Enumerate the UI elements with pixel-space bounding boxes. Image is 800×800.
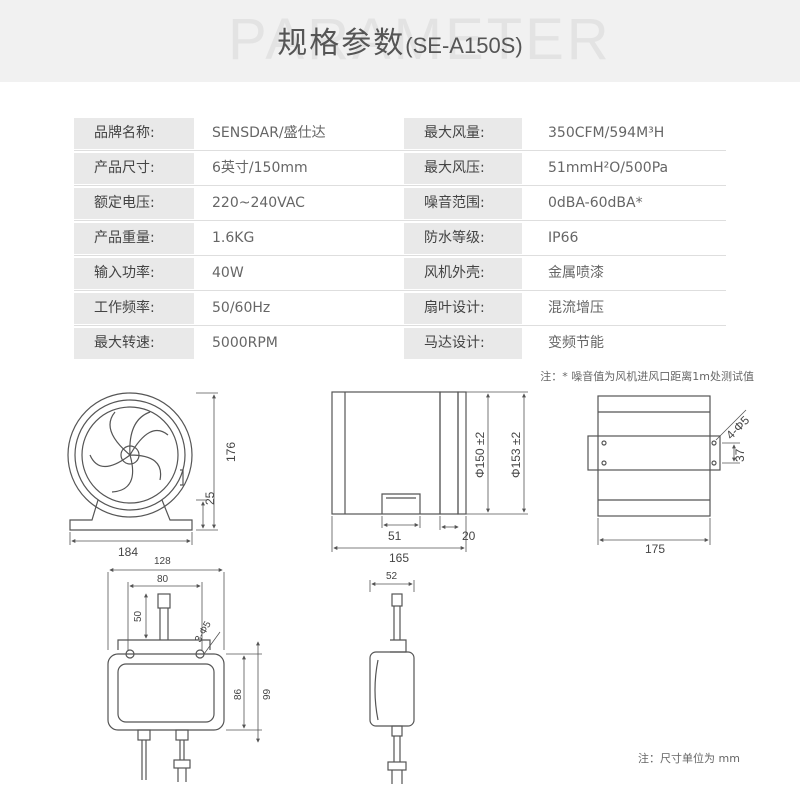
dim-front-base: 25 <box>203 491 217 505</box>
spec-row: 产品重量: 1.6KG 防水等级: IP66 <box>74 221 726 256</box>
unit-note: 注：尺寸单位为 mm <box>638 752 740 765</box>
spec-row: 输入功率: 40W 风机外壳: 金属喷漆 <box>74 256 726 291</box>
spec-row: 工作频率: 50/60Hz 扇叶设计: 混流增压 <box>74 291 726 326</box>
front-view-drawing <box>67 392 218 545</box>
title-model: (SE-A150S) <box>405 33 523 58</box>
spec-label: 品牌名称: <box>74 118 194 149</box>
row-divider <box>74 150 726 151</box>
dim-top-hole-height: 37 <box>733 448 747 462</box>
spec-label: 最大风压: <box>404 153 522 184</box>
header-watermark: PARAMETER <box>228 7 612 72</box>
spec-value: 5000RPM <box>212 335 278 351</box>
page-header: PARAMETER 规格参数(SE-A150S) <box>0 0 800 82</box>
row-divider <box>74 290 726 291</box>
dim-box-mount: 3-Φ5 <box>193 619 214 644</box>
spec-value: 50/60Hz <box>212 300 271 316</box>
dim-side-foot: 51 <box>388 529 402 543</box>
dim-box-height-inner: 86 <box>233 688 244 700</box>
spec-value: 0dBA-60dBA* <box>548 195 643 211</box>
spec-row: 品牌名称: SENSDAR/盛仕达 最大风量: 350CFM/594M³H <box>74 116 726 151</box>
spec-value: IP66 <box>548 230 579 246</box>
spec-value: SENSDAR/盛仕达 <box>212 125 326 141</box>
junction-box-drawing <box>107 568 262 782</box>
row-divider <box>74 185 726 186</box>
spec-value: 51mmH²O/500Pa <box>548 160 669 176</box>
spec-label: 输入功率: <box>74 258 194 289</box>
spec-row: 产品尺寸: 6英寸/150mm 最大风压: 51mmH²O/500Pa <box>74 151 726 186</box>
spec-label: 风机外壳: <box>404 258 522 289</box>
dim-side-flange: 20 <box>462 529 476 543</box>
dim-side-dia-outer: Φ153 ±2 <box>509 431 523 478</box>
title-chinese: 规格参数 <box>277 26 406 61</box>
dim-box-inner-width: 80 <box>157 574 169 585</box>
spec-label: 产品重量: <box>74 223 194 254</box>
spec-label: 马达设计: <box>404 328 522 359</box>
spec-value: 350CFM/594M³H <box>548 125 665 141</box>
spec-row: 最大转速: 5000RPM 马达设计: 变频节能 <box>74 326 726 361</box>
junction-box-side-drawing <box>369 580 415 784</box>
page-title: 规格参数(SE-A150S) <box>0 18 800 62</box>
spec-label: 噪音范围: <box>404 188 522 219</box>
dim-box-cable-len: 50 <box>133 610 144 622</box>
spec-value: 6英寸/150mm <box>212 160 308 176</box>
spec-label: 防水等级: <box>404 223 522 254</box>
dim-top-length: 175 <box>645 542 665 556</box>
side-view-drawing <box>331 391 528 552</box>
dim-side-dia-inner: Φ150 ±2 <box>473 431 487 478</box>
spec-value: 220~240VAC <box>212 195 305 211</box>
noise-note: 注：* 噪音值为风机进风口距离1m处测试值 <box>540 370 754 383</box>
dim-box-height: 99 <box>262 688 273 700</box>
row-divider <box>74 255 726 256</box>
spec-value: 1.6KG <box>212 230 255 246</box>
top-view-drawing <box>587 395 747 545</box>
row-divider <box>74 325 726 326</box>
spec-label: 最大风量: <box>404 118 522 149</box>
spec-value: 变频节能 <box>548 335 604 351</box>
spec-row: 额定电压: 220~240VAC 噪音范围: 0dBA-60dBA* <box>74 186 726 221</box>
spec-value: 金属喷漆 <box>548 265 604 281</box>
spec-label: 最大转速: <box>74 328 194 359</box>
dim-side-length: 165 <box>389 551 409 565</box>
spec-label: 工作频率: <box>74 293 194 324</box>
spec-value: 40W <box>212 265 244 281</box>
dim-front-height: 176 <box>224 442 238 462</box>
spec-label: 产品尺寸: <box>74 153 194 184</box>
dim-box-side-width: 52 <box>386 571 398 582</box>
row-divider <box>74 220 726 221</box>
dim-top-hole: 4-Φ5 <box>723 413 752 442</box>
spec-label: 额定电压: <box>74 188 194 219</box>
spec-table: 品牌名称: SENSDAR/盛仕达 最大风量: 350CFM/594M³H 产品… <box>74 116 726 361</box>
spec-label: 扇叶设计: <box>404 293 522 324</box>
dim-front-width: 184 <box>118 545 138 559</box>
dim-box-width: 128 <box>154 556 171 567</box>
spec-value: 混流增压 <box>548 300 604 316</box>
